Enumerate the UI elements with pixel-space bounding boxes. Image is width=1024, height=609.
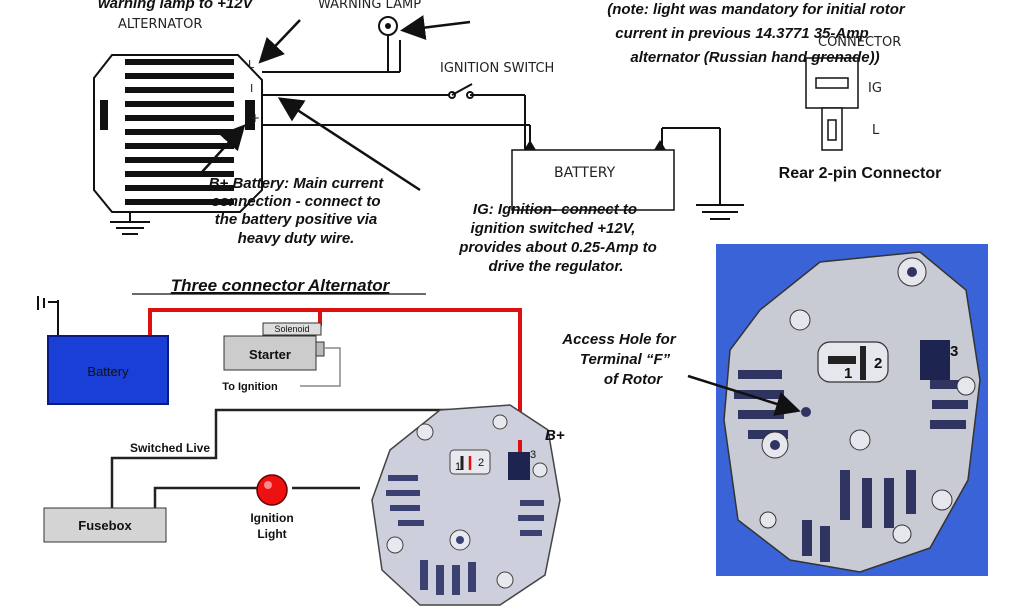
ig-note: IG: Ignition- connect to ignition switch…	[458, 201, 657, 275]
b-battery-line-3: the battery positive via	[215, 211, 378, 228]
alternator-label: ALTERNATOR	[118, 17, 202, 32]
ignition-switch-label: IGNITION SWITCH	[440, 61, 554, 76]
switched-live-label: Switched Live	[130, 441, 210, 455]
battery-symbol	[511, 140, 675, 211]
battery-ground	[696, 204, 744, 220]
photo-num-1: 1	[844, 365, 852, 382]
top-arrows	[201, 15, 471, 192]
ig-line-4: drive the regulator.	[488, 258, 623, 275]
connector-label: CONNECTOR	[818, 35, 901, 50]
note-line-2: current in previous 14.3771 35-Amp	[615, 25, 868, 42]
alternator-symbol	[93, 54, 263, 213]
warning-lamp-text: warning lamp to +12V	[98, 0, 255, 12]
access-line-1: Access Hole for	[561, 331, 677, 348]
b-plus-label: B+	[545, 427, 565, 444]
large-alternator-vents	[734, 370, 968, 562]
terminal-plus: +	[250, 111, 260, 125]
red-cable	[148, 308, 522, 450]
small-num-3: 3	[530, 449, 536, 461]
battery-box-label: Battery	[87, 364, 129, 379]
fusebox-label: Fusebox	[78, 518, 132, 533]
ignition-feed-wire	[300, 347, 341, 387]
ignition-light-bulb	[256, 474, 288, 506]
battery-negative-terminal	[37, 296, 59, 336]
starter-box	[223, 335, 317, 371]
solenoid-box	[262, 322, 322, 336]
alternator-ground	[110, 212, 150, 235]
pin-ig-label: IG	[868, 81, 882, 96]
note-line-1: (note: light was mandatory for initial r…	[607, 1, 906, 18]
b-battery-line-2: connection - connect to	[211, 193, 380, 210]
terminal-i: I	[250, 82, 253, 95]
b-plus-stud	[920, 340, 950, 380]
starter-label: Starter	[249, 347, 291, 362]
three-connector-diagram: Three connector Alternator Battery Solen…	[37, 276, 565, 606]
to-ignition-label: To Ignition	[222, 381, 278, 393]
ignition-light-line-2: Light	[257, 527, 286, 541]
fusebox	[43, 507, 167, 543]
solenoid-label: Solenoid	[274, 324, 309, 334]
access-hole-arrow	[687, 374, 801, 416]
access-line-3: of Rotor	[604, 371, 663, 388]
ignition-switch-symbol	[448, 83, 474, 99]
three-connector-title: Three connector Alternator	[171, 276, 391, 295]
photo-num-2: 2	[874, 355, 882, 372]
small-num-2: 2	[478, 457, 484, 469]
ignition-light-line-1: Ignition	[250, 511, 293, 525]
rear-connector-symbol	[805, 57, 859, 151]
small-alternator	[371, 404, 561, 606]
note-line-3: alternator (Russian hand grenade))	[630, 49, 879, 66]
b-battery-line-1: B+ Battery: Main current	[209, 175, 385, 192]
b-battery-line-4: heavy duty wire.	[238, 230, 355, 247]
b-battery-note: B+ Battery: Main current connection - co…	[209, 175, 385, 247]
ig-line-2: ignition switched +12V,	[471, 220, 636, 237]
access-line-2: Terminal “F”	[580, 351, 671, 368]
small-num-1: 1	[455, 461, 461, 473]
alternator-photo-panel: 1 2 3	[687, 244, 988, 576]
warning-lamp-symbol	[378, 16, 398, 72]
top-schematic: warning lamp to +12V WARNING LAMP ALTERN…	[93, 0, 942, 275]
battery-box	[47, 335, 169, 405]
warning-lamp-label: WARNING LAMP	[318, 0, 421, 12]
access-hole	[801, 407, 811, 417]
pin-l-label: L	[872, 123, 880, 138]
ig-line-3: provides about 0.25-Amp to	[458, 239, 657, 256]
ig-line-1: IG: Ignition- connect to	[473, 201, 637, 218]
photo-num-3: 3	[950, 343, 958, 360]
rear-connector-caption: Rear 2-pin Connector	[779, 165, 942, 182]
terminal-l: L	[248, 58, 255, 71]
battery-label: BATTERY	[554, 165, 616, 181]
